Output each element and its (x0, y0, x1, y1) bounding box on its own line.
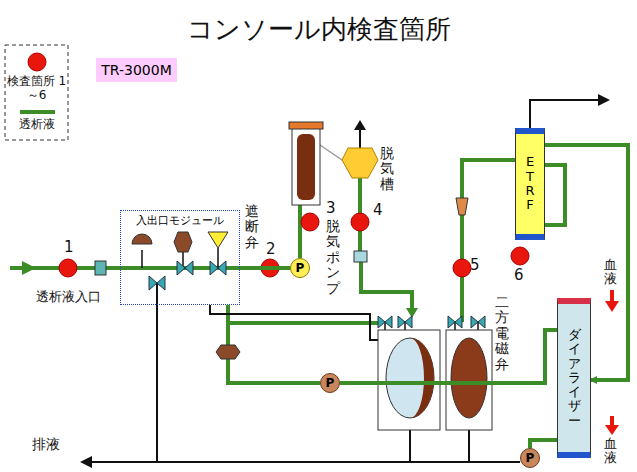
node-text: TR-3000M (101, 62, 171, 78)
etrf-filter: ETRF (515, 128, 545, 240)
check-points (59, 213, 529, 277)
cylinder-cap (289, 122, 323, 129)
pump-symbol: P (520, 448, 540, 468)
regulator (208, 232, 228, 248)
coupler (354, 251, 367, 262)
degas-tank (342, 148, 378, 178)
check-valve (132, 234, 152, 244)
legend-line (20, 110, 55, 114)
node-text: ダイアライザー (568, 328, 581, 428)
part-label: 排液 (32, 436, 60, 454)
bag (451, 338, 487, 418)
node-text: 入出口モジュール (136, 213, 224, 228)
pipe-connector (340, 330, 557, 383)
part-label: 透析液入口 (36, 288, 101, 306)
pump-symbol: P (320, 373, 340, 393)
part-label: 脱気槽 (380, 146, 394, 192)
coupler (95, 261, 106, 275)
callout-number: 5 (470, 256, 480, 274)
pump-label: P (296, 261, 305, 275)
legend-text: 検査箇所 1～6 (6, 74, 67, 103)
callout-number: 4 (373, 201, 383, 219)
filter (216, 345, 240, 359)
part-label: 血液 (604, 258, 617, 287)
legend-text: 透析液 (6, 117, 67, 131)
part-label: 脱気ポンプ (326, 219, 340, 296)
part-label: 血液 (604, 437, 617, 466)
inlet-arrow (22, 261, 36, 275)
legend-frame (5, 45, 68, 140)
bag-box (378, 330, 440, 430)
vent-arrow (354, 120, 366, 130)
pump-symbol: P (290, 258, 310, 278)
module-box: 入出口モジュール (120, 210, 240, 305)
callout-number: 2 (266, 240, 276, 258)
bag-half (410, 338, 434, 418)
bag (386, 338, 434, 418)
pump-label: P (526, 451, 535, 465)
pipe-connector (240, 266, 290, 270)
dialyzer: ダイアライザー (557, 298, 591, 458)
degas-cylinder (292, 128, 320, 205)
callout-number: 3 (326, 199, 336, 217)
model-tag: TR-3000M (96, 58, 177, 82)
filter (174, 232, 192, 252)
legend-circle (28, 53, 46, 71)
valves (149, 261, 485, 328)
node-text: ETRF (524, 155, 537, 212)
callout-number: 6 (514, 266, 524, 284)
blood-arrow (605, 290, 619, 435)
part-label: 遮断弁 (245, 204, 259, 250)
drain-lines (90, 100, 600, 462)
bag-box (446, 330, 492, 430)
pump-label: P (326, 376, 335, 390)
funnel (456, 198, 468, 215)
pipe-connector (530, 440, 557, 448)
vent-arrow (598, 94, 610, 106)
drain-arrow (80, 456, 92, 468)
callout-number: 1 (64, 238, 74, 256)
page-title: コンソール内検査箇所 (0, 12, 637, 47)
part-label: 二方電磁弁 (495, 295, 509, 372)
degas-cylinder-core (297, 134, 315, 200)
